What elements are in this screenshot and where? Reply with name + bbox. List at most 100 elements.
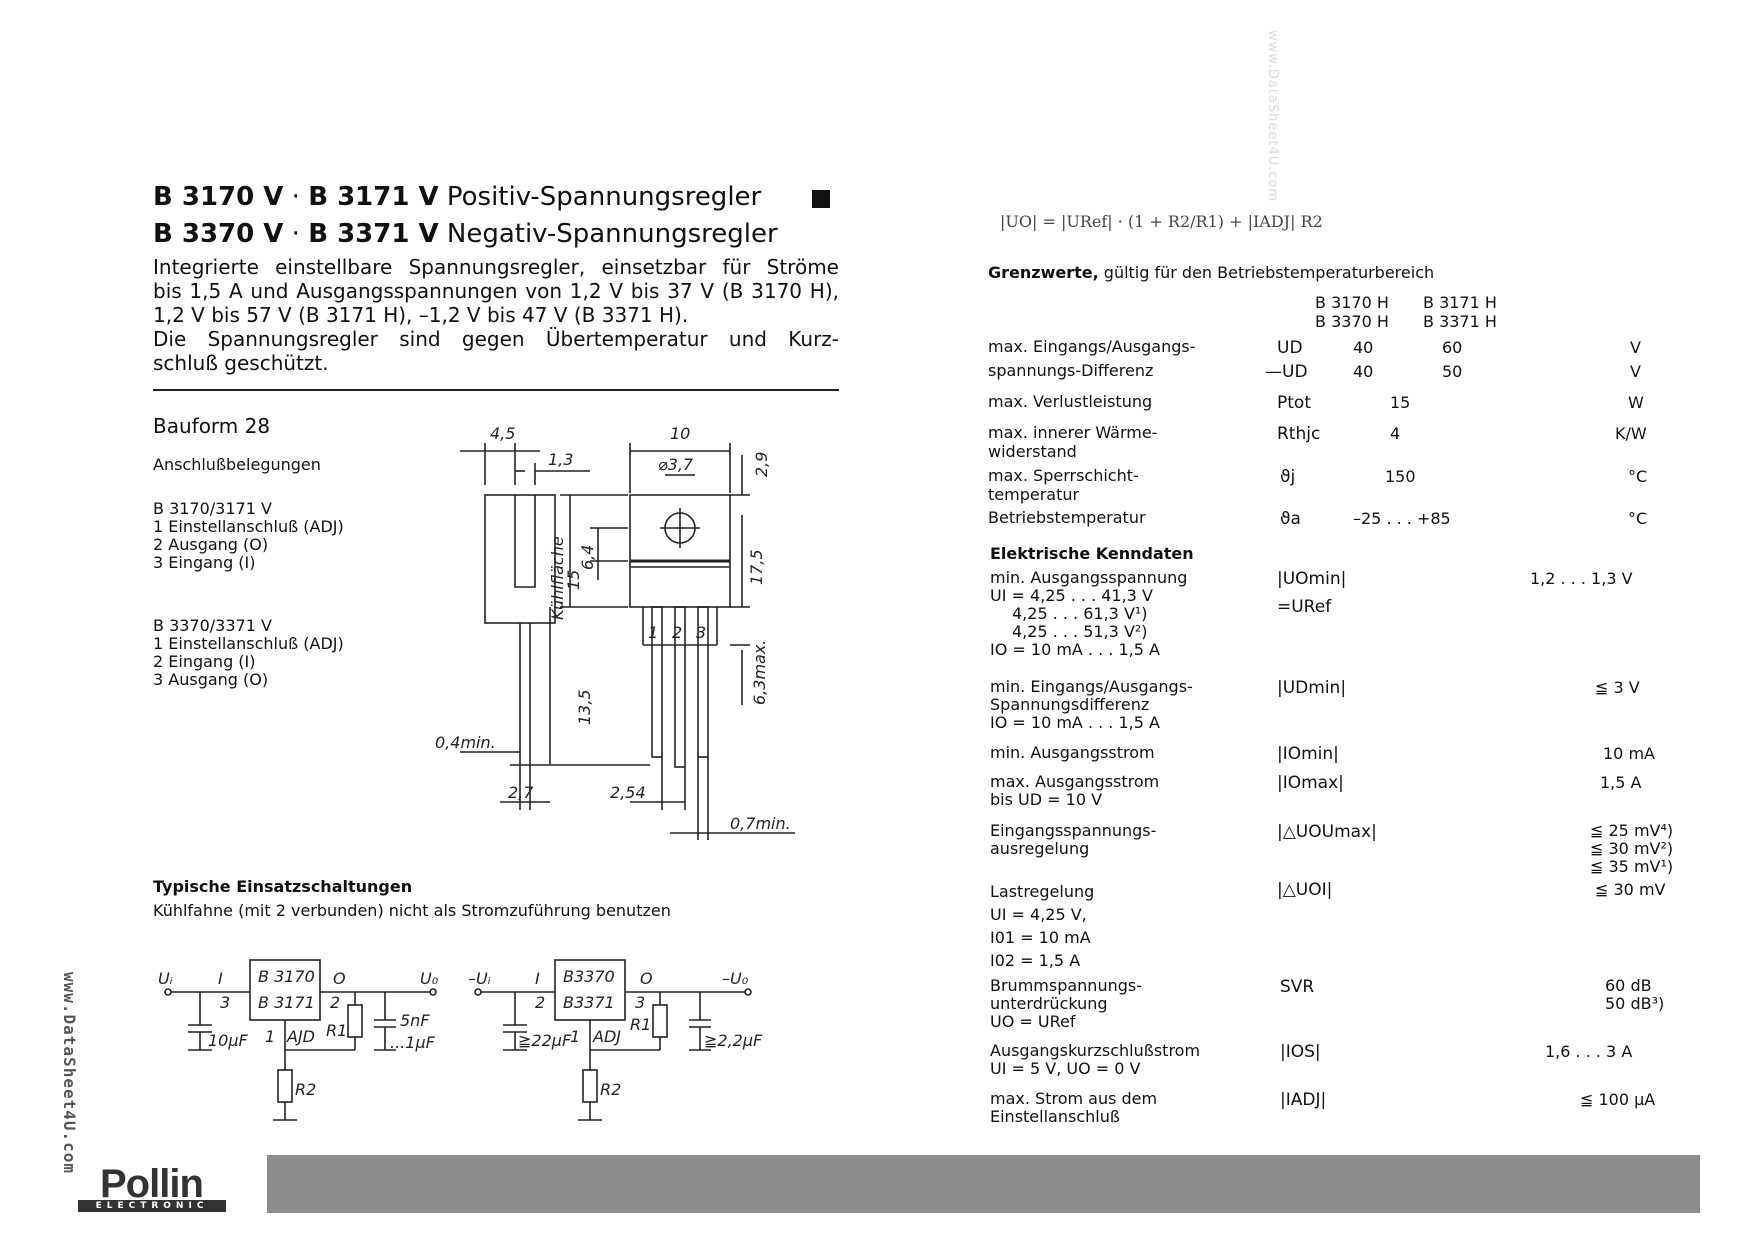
kenn-label-line: Ausgangskurzschlußstrom — [990, 1041, 1201, 1060]
circuit-label: 1 — [570, 1027, 580, 1046]
circuit-label: 2 — [330, 993, 340, 1012]
title-line-1: B 3170 V · B 3171 V Positiv-Spannungsreg… — [153, 182, 761, 212]
circuit-label: –U₀ — [722, 969, 749, 988]
pin-item: 1 Einstellanschluß (ADJ) — [153, 634, 344, 653]
kenn-label-line: min. Ausgangsspannung — [990, 568, 1188, 587]
kenn-label-line: max. Strom aus dem — [990, 1089, 1158, 1108]
typisch-note: Kühlfahne (mit 2 verbunden) nicht als St… — [153, 901, 671, 920]
grenz-unit: V — [1630, 338, 1641, 357]
grenz-unit: °C — [1628, 509, 1648, 528]
kenn-label: min. Ausgangsspannung UI = 4,25 . . . 41… — [990, 569, 1187, 659]
grenz-label: max. innerer Wärme- — [988, 423, 1158, 442]
grenz-label: max. Sperrschicht- — [988, 466, 1139, 485]
circuit-label: B3370 — [563, 967, 615, 986]
intro-line: bis 1,5 A und Ausgangsspannungen von 1,2… — [153, 279, 839, 303]
circuit-label: ≧2,2µF — [704, 1031, 763, 1050]
title-sep: · — [291, 219, 300, 249]
grenz-label: widerstand — [988, 442, 1077, 461]
circuit-diagrams: Uᵢ I B 3170 B 3171 O U₀ 3 2 1 AJD R1 R2 … — [158, 959, 763, 1121]
grenz-value: 40 — [1353, 338, 1374, 357]
kenn-value-line: ≦ 35 mV¹) — [1590, 857, 1674, 876]
intro-line: schluß geschützt. — [153, 351, 329, 375]
pin-item: 2 Eingang (I) — [153, 652, 256, 671]
kenn-label-line: max. Ausgangsstrom — [990, 772, 1160, 791]
circuit-label: O — [640, 969, 653, 988]
kenn-label-line: 4,25 . . . 61,3 V¹) — [1012, 604, 1148, 623]
kenn-label: Ausgangskurzschlußstrom UI = 5 V, UO = 0… — [990, 1042, 1200, 1078]
formula: |UO| = |URef| · (1 + R2/R1) + |IADJ| R2 — [1000, 212, 1323, 231]
kenn-label-line: ausregelung — [990, 839, 1090, 858]
kenn-label: max. Ausgangsstrom bis UD = 10 V — [990, 773, 1159, 809]
circuit-label: 2 — [535, 993, 545, 1012]
title-part: B 3170 V — [153, 182, 284, 212]
circuit-label: ...1µF — [390, 1033, 436, 1052]
kenn-label: min. Ausgangsstrom — [990, 743, 1155, 762]
grenz-unit: W — [1628, 393, 1644, 412]
dim-label: 2,7 — [508, 783, 534, 802]
circuit-label: 1 — [265, 1027, 275, 1046]
kenn-label-line: Brummspannungs- — [990, 976, 1142, 995]
grenz-label: temperatur — [988, 485, 1080, 504]
kenn-label: Eingangsspannungs- ausregelung — [990, 822, 1156, 858]
circuit-label: I — [218, 969, 223, 988]
pollin-logo: Pollin — [100, 1162, 204, 1206]
watermark-left: www.DataSheet4U.com — [60, 972, 79, 1175]
grenz-symbol: ϑj — [1280, 467, 1296, 487]
kenn-value: ≦ 30 mV — [1595, 880, 1666, 899]
grenz-symbol: Rthjc — [1277, 424, 1321, 444]
package-drawing: 4,5 1,3 10 ⌀3,7 2,9 6,4 15 Kühlfläche 17… — [435, 424, 795, 840]
dim-label: 0,4min. — [435, 733, 496, 752]
grenz-symbol: —UD — [1265, 362, 1308, 382]
kenn-label-line: UO = URef — [990, 1012, 1076, 1031]
kenn-label-line: Einstellanschluß — [990, 1107, 1120, 1126]
circuit-label: R2 — [600, 1080, 621, 1099]
dim-label: 13,5 — [575, 689, 594, 725]
pollin-logo-sub: ELECTRONIC — [78, 1200, 226, 1212]
kenn-value: ≦ 25 mV⁴) ≦ 30 mV²) ≦ 35 mV¹) — [1590, 822, 1673, 876]
pin-number: 2 — [672, 623, 682, 642]
grenz-title-bold: Grenzwerte, — [988, 263, 1099, 282]
circuit-label: B 3171 — [258, 993, 315, 1012]
bauform: Bauform 28 — [153, 414, 271, 438]
kenn-label-line: I01 = 10 mA — [990, 928, 1091, 947]
kenn-label-line: unterdrückung — [990, 994, 1108, 1013]
anschluss-title: Anschlußbelegungen — [153, 455, 321, 474]
grenz-value: 60 — [1442, 338, 1463, 357]
kenn-value: 1,2 . . . 1,3 V — [1530, 569, 1633, 588]
type-header: B 3170 H — [1315, 293, 1389, 312]
circuit-label: I — [535, 969, 540, 988]
grenz-value: 15 — [1390, 393, 1411, 412]
dim-label: 10 — [670, 424, 690, 443]
intro-line: Die Spannungsregler sind gegen Übertempe… — [153, 327, 839, 351]
pin-number: 3 — [696, 623, 706, 642]
kenn-label: Lastregelung UI = 4,25 V, I01 = 10 mA I0… — [990, 880, 1094, 972]
dim-label: 15 — [564, 570, 583, 590]
kenn-label-line: UI = 4,25 V, — [990, 905, 1087, 924]
grenz-symbol: ϑa — [1280, 509, 1301, 529]
grenz-label: max. Eingangs/Ausgangs- — [988, 337, 1196, 356]
pins-b: B 3370/3371 V 1 Einstellanschluß (ADJ) 2… — [153, 617, 344, 689]
pins-a: B 3170/3171 V 1 Einstellanschluß (ADJ) 2… — [153, 500, 344, 572]
pin-item: 2 Ausgang (O) — [153, 535, 269, 554]
kenn-symbol: =URef — [1277, 597, 1332, 617]
circuit-label: B3371 — [563, 993, 615, 1012]
circuit-label: O — [333, 969, 346, 988]
circuit-label: U₀ — [420, 969, 439, 988]
grenz-title-rest: gültig für den Betriebstemperaturbereich — [1103, 263, 1435, 282]
kenn-value-line: 50 dB³) — [1605, 994, 1665, 1013]
circuit-label: Uᵢ — [158, 969, 173, 988]
grenz-label: max. Verlustleistung — [988, 392, 1153, 411]
circuit-label: B 3170 — [258, 967, 315, 986]
kenn-label-line: Spannungsdifferenz — [990, 695, 1150, 714]
circuit-label: R1 — [326, 1021, 347, 1040]
circuit-label: ≧22µF — [518, 1031, 572, 1050]
kenn-label-line: min. Eingangs/Ausgangs- — [990, 677, 1193, 696]
kenn-symbol: |△UOI| — [1277, 880, 1333, 900]
grenz-label: spannungs-Differenz — [988, 361, 1154, 380]
pin-item: 1 Einstellanschluß (ADJ) — [153, 517, 344, 536]
grenz-unit: °C — [1628, 467, 1648, 486]
pin-item: 3 Eingang (I) — [153, 553, 256, 572]
dim-label: 6,3max. — [750, 640, 769, 705]
kenn-symbol: |UOmin| — [1277, 569, 1347, 589]
dim-label: 1,3 — [548, 450, 573, 469]
